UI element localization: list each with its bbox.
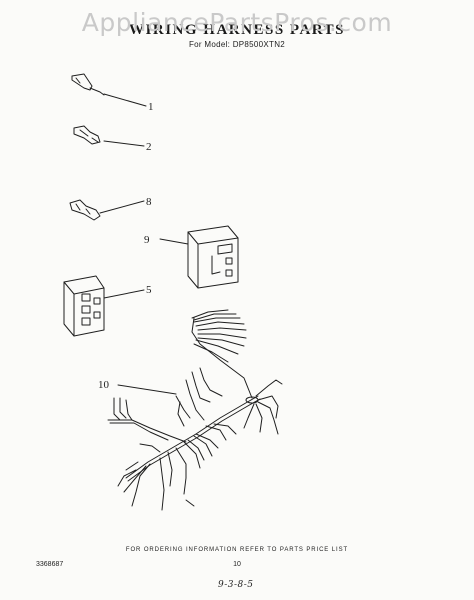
page-title: WIRING HARNESS PARTS [129,22,345,38]
callout-10: 10 [98,379,110,391]
part-2-terminal [73,125,145,147]
part-1-terminal [71,73,147,107]
callout-9: 9 [144,234,150,246]
part-10-wire-harness [107,309,283,511]
part-8-terminal [69,199,145,221]
part-5-housing [63,275,145,337]
model-line: For Model: DP8500XTN2 [188,40,286,49]
page-number: 10 [233,561,241,568]
document-number: 3368687 [36,561,64,568]
handwritten-date: 9-3-8-5 [218,580,254,590]
callout-1: 1 [148,101,154,113]
callout-2: 2 [146,141,152,153]
callout-5: 5 [146,284,152,296]
part-9-housing [159,225,239,289]
ordering-note: FOR ORDERING INFORMATION REFER TO PARTS … [125,547,349,553]
callout-8: 8 [146,196,152,208]
